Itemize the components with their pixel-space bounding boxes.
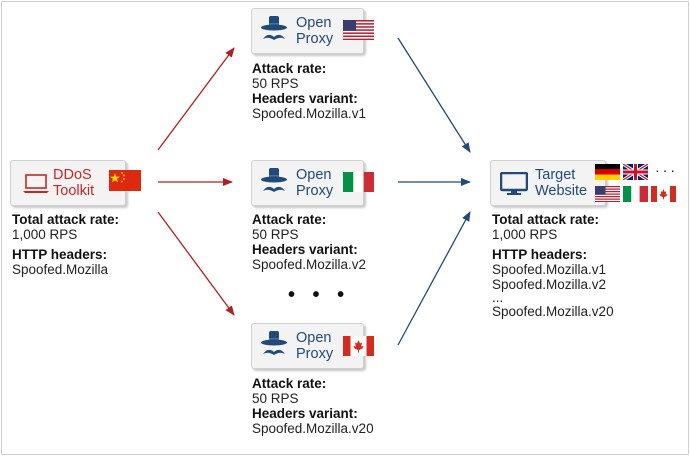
italy-flag-icon <box>623 186 648 202</box>
arrow-proxy1-to-target <box>397 37 471 153</box>
canada-flag-icon <box>651 186 676 202</box>
canada-flag-icon <box>343 336 374 356</box>
spy-hat-mustache-icon <box>261 16 287 40</box>
target-header-item: ... <box>492 290 504 305</box>
arrow-source-to-proxy3 <box>157 211 235 316</box>
usa-flag-icon <box>595 186 620 202</box>
spy-hat-mustache-icon <box>261 168 287 192</box>
proxy-info-3: Attack rate: 50 RPS Headers variant: Spo… <box>252 376 374 436</box>
spy-hat-mustache-icon <box>261 331 287 355</box>
proxy-ellipsis: • • • <box>288 284 351 306</box>
proxy-info-1: Attack rate: 50 RPS Headers variant: Spo… <box>252 61 367 121</box>
china-flag-icon <box>109 170 141 191</box>
more-flags-ellipsis: ··· <box>655 162 678 178</box>
italy-flag-icon <box>343 172 374 192</box>
monitor-icon <box>500 172 528 195</box>
germany-flag-icon <box>595 164 620 180</box>
proxy-info-2: Attack rate: 50 RPS Headers variant: Spo… <box>252 212 367 272</box>
usa-flag-icon <box>343 20 374 40</box>
arrow-source-to-proxy1 <box>157 47 235 151</box>
target-header-item: Spoofed.Mozilla.v20 <box>492 304 614 319</box>
target-header-item: Spoofed.Mozilla.v1 <box>492 262 607 277</box>
target-header-item: Spoofed.Mozilla.v2 <box>492 277 607 292</box>
target-info: Total attack rate: 1,000 RPS HTTP header… <box>492 212 614 319</box>
uk-flag-icon <box>623 164 648 180</box>
laptop-icon <box>23 174 49 193</box>
source-info: Total attack rate: 1,000 RPS HTTP header… <box>12 212 120 277</box>
arrow-proxy3-to-target <box>397 211 471 346</box>
